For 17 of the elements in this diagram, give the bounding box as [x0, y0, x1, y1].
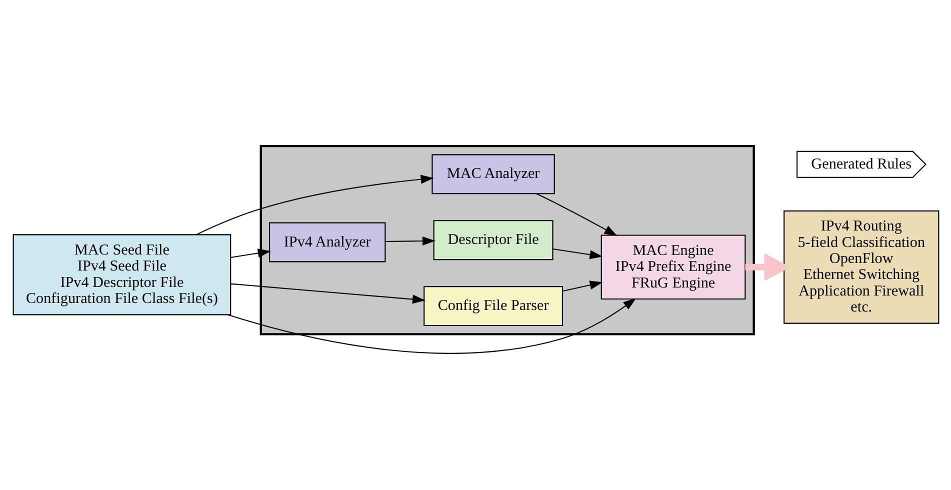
arrow	[230, 282, 426, 304]
node-box: MAC Analyzer	[431, 154, 554, 194]
arrow	[562, 280, 602, 292]
arrow	[536, 192, 617, 236]
node-box: Config File Parser	[423, 286, 563, 326]
node-box: IPv4 Routing 5-field Classification OpenFlow Ethernet Switching Application Firewall etc.	[783, 210, 939, 324]
node-box: IPv4 Analyzer	[268, 222, 386, 262]
cluster	[259, 144, 754, 335]
node-box: Descriptor File	[432, 220, 553, 260]
arrow	[196, 174, 434, 235]
arrow	[744, 252, 790, 280]
arrow	[384, 236, 435, 246]
node-box: MAC Seed File IPv4 Seed File IPv4 Descriptor File Configuration File Class File(s)	[12, 234, 231, 315]
arrow	[230, 248, 270, 258]
arrow	[552, 248, 602, 259]
node-box: MAC Engine IPv4 Prefix Engine FRuG Engine	[600, 234, 746, 300]
arrow	[227, 298, 636, 354]
